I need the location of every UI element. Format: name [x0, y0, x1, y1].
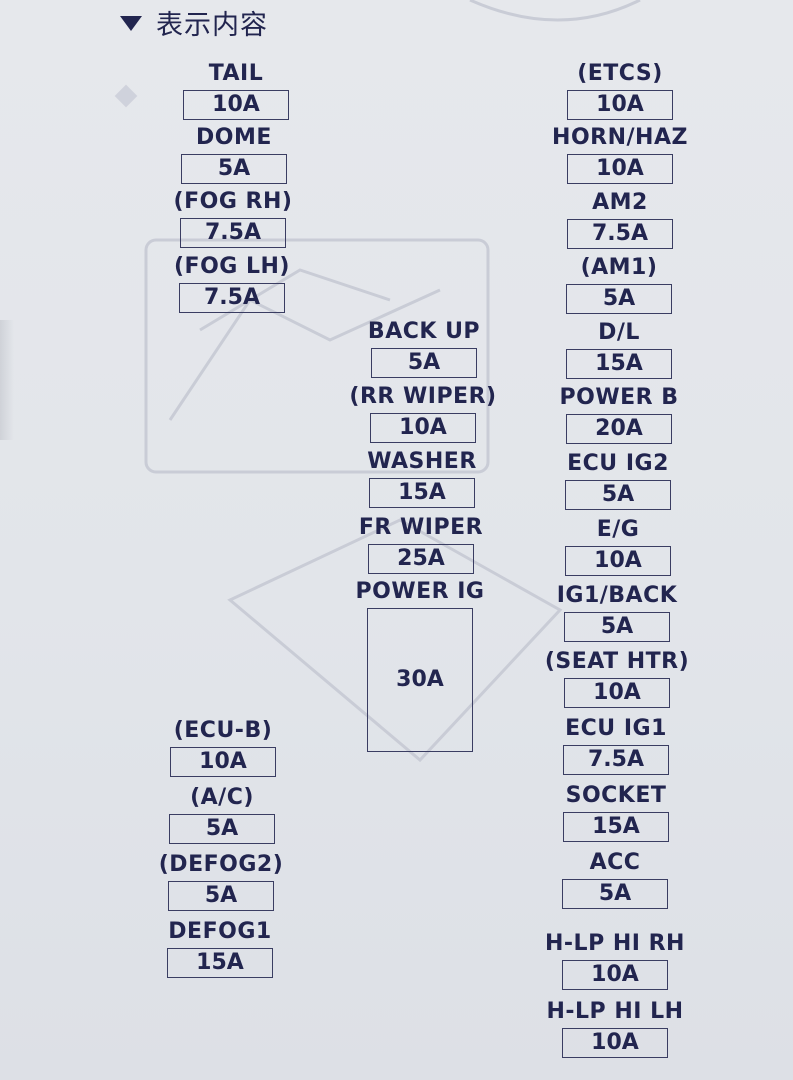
fuse-rating: 7.5A: [567, 219, 673, 249]
fuse-rating: 20A: [566, 414, 672, 444]
fuse-label: E/G: [596, 517, 640, 542]
fuse-ecu-b: (ECU-B) 10A: [148, 717, 298, 785]
fuse-label: (SEAT HTR): [544, 649, 690, 674]
fuse-rating: 5A: [565, 480, 671, 510]
fuse-rating: 5A: [564, 612, 670, 642]
fuse-label: POWER B: [559, 385, 679, 410]
fuse-dome: DOME 5A: [159, 124, 309, 192]
fuse-socket: SOCKET 15A: [541, 782, 691, 850]
fuse-label: ECU IG1: [565, 716, 667, 741]
fuse-rating: 10A: [562, 1028, 668, 1058]
fuse-back-up: BACK UP 5A: [349, 318, 499, 386]
fuse-ig1-back: IG1/BACK 5A: [542, 582, 692, 650]
fuse-rating: 15A: [369, 478, 475, 508]
fuse-rating: 7.5A: [180, 218, 286, 248]
fuse-label: SOCKET: [565, 783, 667, 808]
fuse-label: (A/C): [190, 785, 254, 810]
fuse-rating: 10A: [370, 413, 476, 443]
fuse-rating: 10A: [567, 154, 673, 184]
fuse-label: DEFOG1: [168, 919, 272, 944]
fuse-rating: 7.5A: [179, 283, 285, 313]
fuse-rating: 15A: [563, 812, 669, 842]
fuse-am2: AM2 7.5A: [545, 189, 695, 257]
triangle-down-icon: [120, 15, 142, 31]
fuse-rr-wiper: (RR WIPER) 10A: [348, 383, 498, 451]
fuse-fr-wiper: FR WIPER 25A: [346, 514, 496, 582]
fuse-eg: E/G 10A: [543, 516, 693, 584]
fuse-ecu-ig2: ECU IG2 5A: [543, 450, 693, 518]
fuse-rating: 10A: [567, 90, 673, 120]
fuse-rating: 10A: [562, 960, 668, 990]
fuse-label: (ETCS): [577, 61, 663, 86]
fuse-rating: 5A: [181, 154, 287, 184]
fuse-rating: 10A: [183, 90, 289, 120]
fuse-washer: WASHER 15A: [347, 448, 497, 516]
fuse-label: (AM1): [580, 255, 658, 280]
fuse-fog-rh: (FOG RH) 7.5A: [158, 188, 308, 256]
fuse-rating: 5A: [562, 879, 668, 909]
fuse-fog-lh: (FOG LH) 7.5A: [157, 253, 307, 321]
fuse-label: ECU IG2: [567, 451, 669, 476]
fuse-label: ACC: [589, 850, 641, 875]
fuse-label: TAIL: [208, 61, 264, 86]
fuse-dl: D/L 15A: [544, 319, 694, 387]
fuse-rating: 7.5A: [563, 745, 669, 775]
fuse-acc: ACC 5A: [540, 849, 690, 917]
fuse-tail: TAIL 10A: [161, 60, 311, 128]
fuse-hlp-hi-lh: H-LP HI LH 10A: [540, 998, 690, 1066]
fuse-label: DOME: [196, 125, 272, 150]
fuse-rating: 10A: [170, 747, 276, 777]
fuse-rating: 30A: [367, 608, 473, 752]
fuse-label: FR WIPER: [358, 515, 484, 540]
fuse-label: IG1/BACK: [556, 583, 678, 608]
fuse-label: H-LP HI LH: [546, 999, 684, 1024]
fuse-label: H-LP HI RH: [545, 931, 685, 956]
fuse-ecu-ig1: ECU IG1 7.5A: [541, 715, 691, 783]
fuse-label: POWER IG: [355, 579, 485, 604]
fuse-rating: 5A: [566, 284, 672, 314]
section-title: 表示内容: [156, 9, 268, 41]
fuse-etcs: (ETCS) 10A: [545, 60, 695, 128]
fuse-rating: 15A: [566, 349, 672, 379]
fuse-rating: 5A: [168, 881, 274, 911]
fuse-defog2: (DEFOG2) 5A: [146, 851, 296, 919]
fuse-power-ig: POWER IG 30A: [345, 578, 495, 753]
fuse-label: (FOG RH): [173, 189, 293, 214]
fuse-rating: 10A: [565, 546, 671, 576]
fuse-label: AM2: [592, 190, 648, 215]
fuse-rating: 15A: [167, 948, 273, 978]
fuse-label: BACK UP: [367, 319, 481, 344]
fuse-am1: (AM1) 5A: [544, 254, 694, 322]
fuse-rating: 5A: [371, 348, 477, 378]
fuse-horn-haz: HORN/HAZ 10A: [545, 124, 695, 192]
fuse-label: WASHER: [367, 449, 477, 474]
fuse-label: D/L: [598, 320, 640, 345]
fuse-hlp-hi-rh: H-LP HI RH 10A: [540, 930, 690, 998]
fuse-label: HORN/HAZ: [552, 125, 688, 150]
fuse-rating: 25A: [368, 544, 474, 574]
fuse-rating: 5A: [169, 814, 275, 844]
fuse-label: (ECU-B): [173, 718, 273, 743]
fuse-label: (DEFOG2): [158, 852, 284, 877]
section-header: 表示内容: [120, 4, 268, 41]
fuse-label: (RR WIPER): [349, 384, 497, 409]
fuse-power-b: POWER B 20A: [544, 384, 694, 452]
fuse-label: (FOG LH): [174, 254, 290, 279]
fuse-ac: (A/C) 5A: [147, 784, 297, 852]
page-edge-shadow: [0, 320, 14, 440]
fuse-seat-htr: (SEAT HTR) 10A: [542, 648, 692, 716]
fuse-defog1: DEFOG1 15A: [145, 918, 295, 986]
fuse-rating: 10A: [564, 678, 670, 708]
